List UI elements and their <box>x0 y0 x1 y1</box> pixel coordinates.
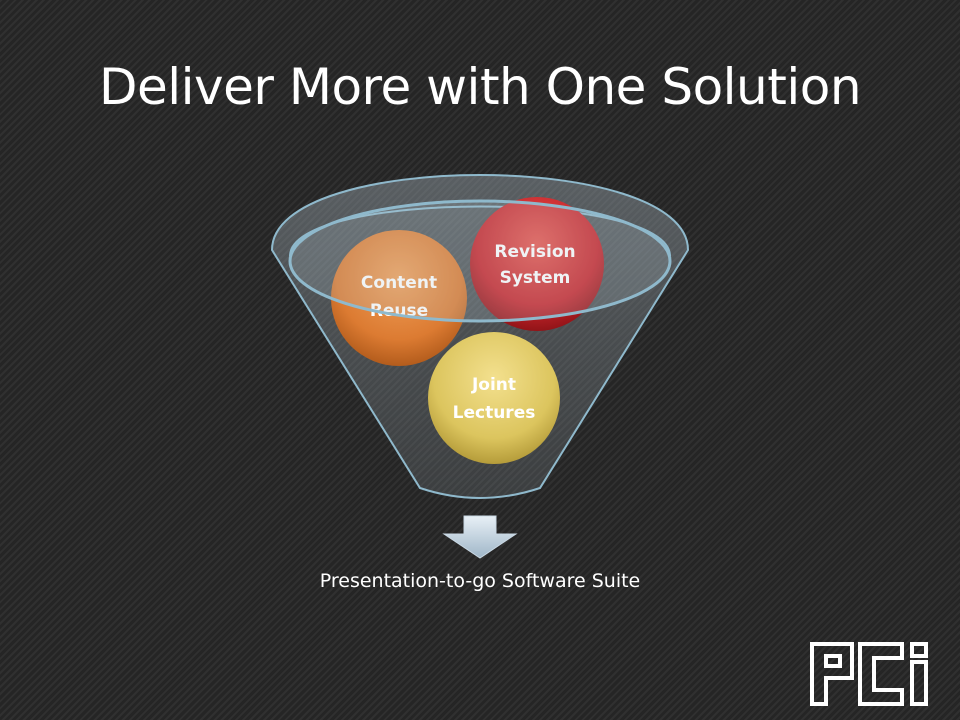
bubble-joint-lectures-line2: Lectures <box>453 403 536 423</box>
bubble-revision-system-line1: Revision <box>494 242 575 262</box>
bubble-content-reuse: Content Reuse <box>331 230 467 366</box>
funnel-output-label: Presentation-to-go Software Suite <box>319 570 641 592</box>
down-arrow-icon <box>442 515 518 559</box>
funnel-rim-front <box>288 199 672 323</box>
bubble-joint-lectures-line1: Joint <box>471 375 516 395</box>
bubble-revision-system-line2: System <box>500 268 571 288</box>
bubble-revision-system: Revision System <box>470 197 604 331</box>
pci-logo <box>810 642 928 706</box>
slide-title: Deliver More with One Solution <box>98 58 862 116</box>
bubble-content-reuse-line1: Content <box>361 273 437 293</box>
bubble-joint-lectures: Joint Lectures <box>428 332 560 464</box>
